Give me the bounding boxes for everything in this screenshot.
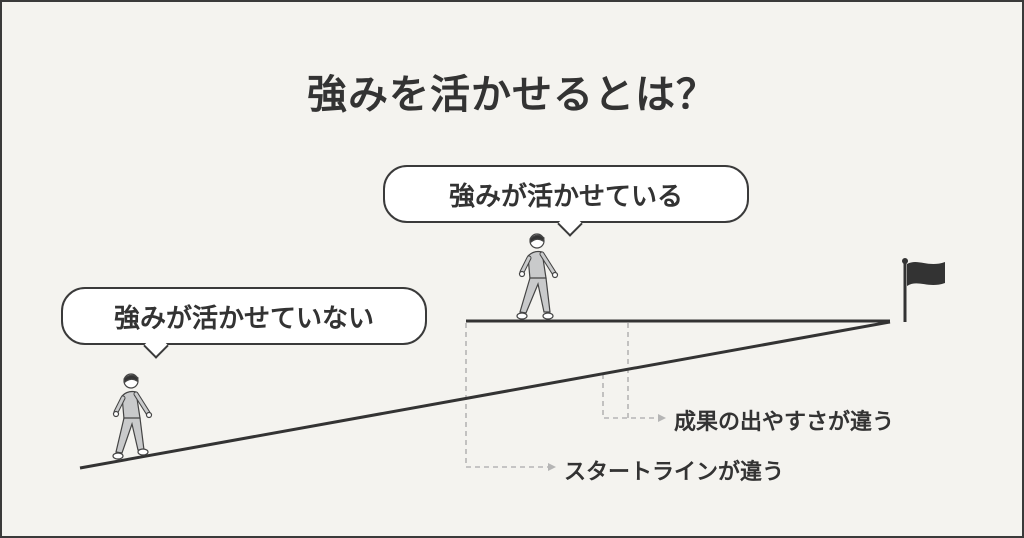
- connector-result: [602, 374, 658, 419]
- slope-line: [79, 320, 891, 470]
- page-title: 強みを活かせるとは？: [307, 72, 717, 118]
- results-difference-label: 成果の出やすさが違う: [674, 410, 895, 435]
- bubble-lower-text: 強みが活かせていない: [113, 303, 374, 334]
- arrow-head-start-line: [548, 463, 556, 471]
- speech-bubble-upper: 強みが活かせている: [383, 165, 749, 237]
- walking-person-icon-upper: [516, 233, 559, 320]
- connector-start-line: [465, 323, 548, 468]
- speech-bubble-lower: 強みが活かせていない: [61, 287, 427, 359]
- dashed-connectors: [465, 323, 658, 468]
- walking-person-icon-lower: [112, 373, 153, 460]
- start-line-difference-label: スタートラインが違う: [564, 460, 785, 485]
- flag-icon: [902, 258, 945, 322]
- bubble-upper-text: 強みが活かせている: [448, 181, 683, 212]
- arrow-head-result: [658, 414, 666, 422]
